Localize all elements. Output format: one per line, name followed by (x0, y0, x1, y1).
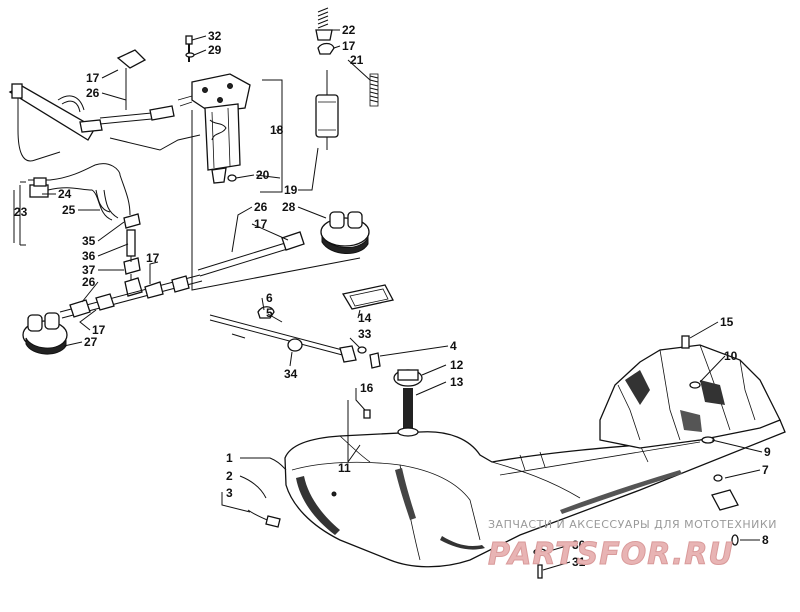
washer-29 (185, 52, 195, 58)
fuel-pump (177, 73, 251, 184)
callout-35: 35 (82, 234, 96, 248)
hose-26-center (197, 231, 305, 277)
callout-27: 27 (84, 335, 98, 349)
watermark-logo: PARTSFOR.RU (488, 537, 734, 572)
callout-14: 14 (358, 311, 372, 325)
hose-5 (209, 306, 357, 363)
valve-28 (320, 211, 370, 254)
clamp-17-top (317, 42, 335, 55)
callout-26-mid: 26 (82, 275, 96, 289)
callout-26-center: 26 (254, 200, 268, 214)
clamp-20 (227, 174, 237, 182)
callout-37: 37 (82, 263, 96, 277)
callout-29: 29 (208, 43, 222, 57)
callout-1: 1 (226, 451, 233, 465)
callout-5: 5 (266, 306, 273, 320)
leader-lines (13, 29, 763, 571)
spring-21 (369, 73, 379, 107)
tank-rear-section (599, 344, 781, 449)
fuel-tank (284, 419, 786, 568)
callout-34: 34 (284, 367, 298, 381)
callout-labels: 1 2 3 4 5 6 7 8 9 10 11 12 13 14 15 16 1… (14, 23, 771, 569)
callout-10: 10 (724, 349, 738, 363)
callout-9: 9 (764, 445, 771, 459)
watermark-tagline: ЗАПЧАСТИ И АКСЕССУАРЫ ДЛЯ МОТОТЕХНИКИ (488, 518, 777, 531)
callout-16: 16 (360, 381, 374, 395)
callout-17-center: 17 (254, 217, 268, 231)
callout-19: 19 (284, 183, 298, 197)
foot-8 (711, 489, 739, 511)
callout-25: 25 (62, 203, 76, 217)
callout-22: 22 (342, 23, 356, 37)
fuel-filter (315, 70, 339, 150)
callout-31: 31 (572, 555, 586, 569)
callout-6: 6 (266, 291, 273, 305)
callout-12: 12 (450, 358, 464, 372)
gasket-14 (341, 284, 394, 310)
callout-8: 8 (762, 533, 769, 547)
grommet-15 (681, 335, 690, 349)
callout-4: 4 (450, 339, 457, 353)
wiring-harness (19, 163, 131, 246)
callout-11: 11 (338, 461, 351, 475)
callout-15: 15 (720, 315, 734, 329)
callout-17-topleft: 17 (86, 71, 100, 85)
screw-31 (537, 564, 543, 579)
washer-7 (713, 474, 723, 482)
hose-fittings (59, 213, 203, 319)
callout-28: 28 (282, 200, 296, 214)
screw-32 (185, 35, 193, 62)
callout-36: 36 (82, 249, 96, 263)
valve-27 (22, 312, 68, 355)
callout-13: 13 (450, 375, 464, 389)
callout-26-topleft: 26 (86, 86, 100, 100)
watermark: ЗАПЧАСТИ И АКСЕССУАРЫ ДЛЯ МОТОТЕХНИКИ PA… (488, 518, 777, 573)
callout-7: 7 (762, 463, 769, 477)
callout-17-lower: 17 (92, 323, 106, 337)
callout-21: 21 (350, 53, 364, 67)
callout-32: 32 (208, 29, 222, 43)
callout-3: 3 (226, 486, 233, 500)
fitting-4 (369, 352, 381, 369)
screw-8 (731, 534, 739, 546)
callout-20: 20 (256, 168, 270, 182)
vent-hoses (8, 49, 201, 162)
callout-18: 18 (270, 123, 284, 137)
fitting-16 (363, 409, 371, 419)
fuel-cap-assembly (393, 369, 423, 437)
callout-24: 24 (58, 187, 72, 201)
callout-17-top: 17 (342, 39, 356, 53)
grommet-34 (287, 338, 303, 352)
callout-23: 23 (14, 205, 28, 219)
callout-33: 33 (358, 327, 372, 341)
callout-17-mid: 17 (146, 251, 160, 265)
spring-22 (315, 7, 333, 41)
callout-30: 30 (572, 538, 586, 552)
washer-33 (357, 346, 367, 354)
washer-10 (689, 381, 701, 389)
drain-hose (247, 491, 337, 528)
callout-2: 2 (226, 469, 233, 483)
